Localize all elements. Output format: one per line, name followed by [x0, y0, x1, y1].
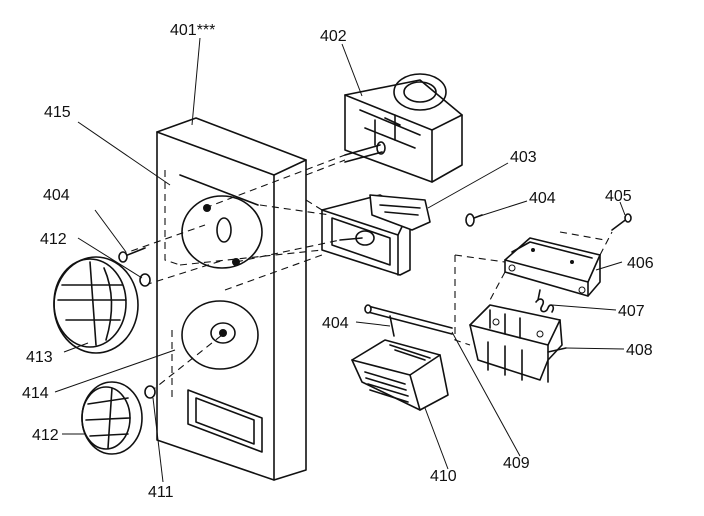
callout-405: 405	[605, 188, 632, 205]
callout-404-right: 404	[529, 190, 556, 207]
leader-lines	[54, 37, 626, 483]
part-412-knob-small-upper	[139, 273, 151, 287]
callout-403: 403	[510, 149, 537, 166]
part-401-housing	[156, 117, 307, 481]
alignment-lines	[119, 154, 346, 393]
callout-413: 413	[26, 349, 53, 366]
callout-404-left: 404	[43, 187, 70, 204]
callout-415: 415	[44, 104, 71, 121]
callout-412-upper: 412	[40, 231, 67, 248]
part-406-bracket	[504, 231, 613, 297]
callout-402: 402	[320, 28, 347, 45]
part-413-knob-large	[53, 256, 139, 354]
part-409-rod	[364, 304, 453, 337]
callout-407: 407	[618, 303, 645, 320]
part-402-timer	[344, 73, 463, 183]
callout-412-lower: 412	[32, 427, 59, 444]
callout-414: 414	[22, 385, 49, 402]
part-404-screw-right	[465, 213, 483, 227]
part-411-button	[144, 385, 156, 399]
callout-404-middle: 404	[322, 315, 349, 332]
callout-labels: 401*** 402 403 404 405 406 407 408 409 4…	[22, 22, 654, 501]
part-407-spring	[535, 289, 555, 313]
callout-410: 410	[430, 468, 457, 485]
part-405-screw	[611, 213, 632, 231]
callout-401: 401***	[170, 22, 215, 39]
callout-409: 409	[503, 455, 530, 472]
part-410-paddle	[351, 339, 449, 411]
part-403-switch	[321, 194, 431, 276]
bracket-guide-lines	[454, 231, 606, 346]
part-408-lever	[469, 304, 567, 383]
part-412-knob-lower	[81, 381, 143, 455]
callout-406: 406	[627, 255, 654, 272]
callout-411: 411	[148, 484, 174, 501]
callout-408: 408	[626, 342, 653, 359]
part-404-screw-left	[118, 247, 146, 263]
